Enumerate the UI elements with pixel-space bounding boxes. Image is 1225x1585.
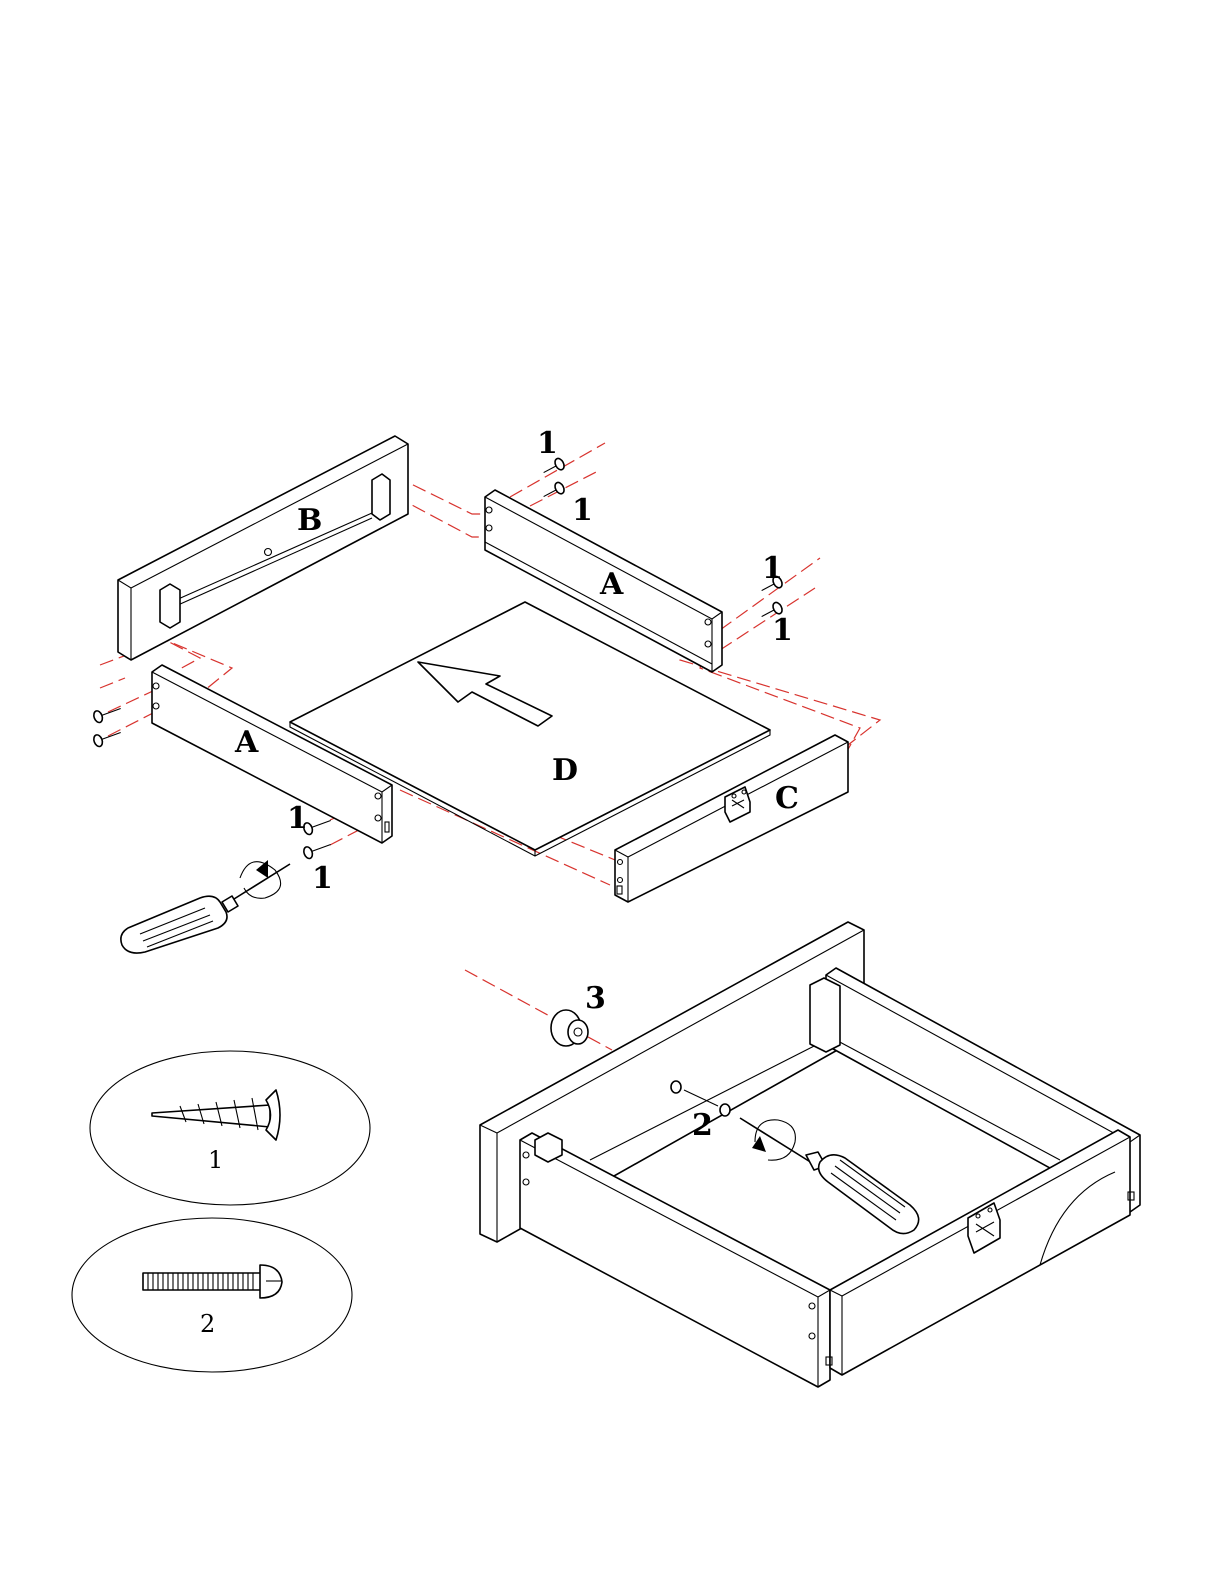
label-bolt: 2 xyxy=(692,1108,713,1143)
legend-label-bolt: 2 xyxy=(200,1310,215,1338)
label-panel-a-front: A xyxy=(234,725,259,760)
label-panel-b: B xyxy=(297,503,322,538)
label-panel-c: C xyxy=(775,781,799,816)
screwdriver-icon xyxy=(121,860,290,953)
legend-label-screw: 1 xyxy=(208,1146,223,1174)
label-screw-front-2: 1 xyxy=(312,861,333,896)
bolt-legend-icon xyxy=(143,1265,282,1298)
label-screw-right-1: 1 xyxy=(762,551,783,586)
screwdriver-icon xyxy=(740,1118,919,1234)
label-screw-right-2: 1 xyxy=(772,613,793,648)
screws-top xyxy=(541,457,566,502)
screws-left xyxy=(92,703,122,748)
label-screw-top-1: 1 xyxy=(537,426,558,461)
label-knob: 3 xyxy=(585,981,606,1016)
label-panel-a-back: A xyxy=(599,567,624,602)
label-screw-front-1: 1 xyxy=(287,801,308,836)
legend-bolt: 2 xyxy=(72,1218,352,1372)
panel-b xyxy=(118,436,408,660)
label-panel-d: D xyxy=(552,753,578,788)
screw-icon xyxy=(152,1090,280,1140)
knob-icon xyxy=(551,1010,588,1046)
label-screw-top-2: 1 xyxy=(572,493,593,528)
legend-screw: 1 xyxy=(90,1051,370,1205)
